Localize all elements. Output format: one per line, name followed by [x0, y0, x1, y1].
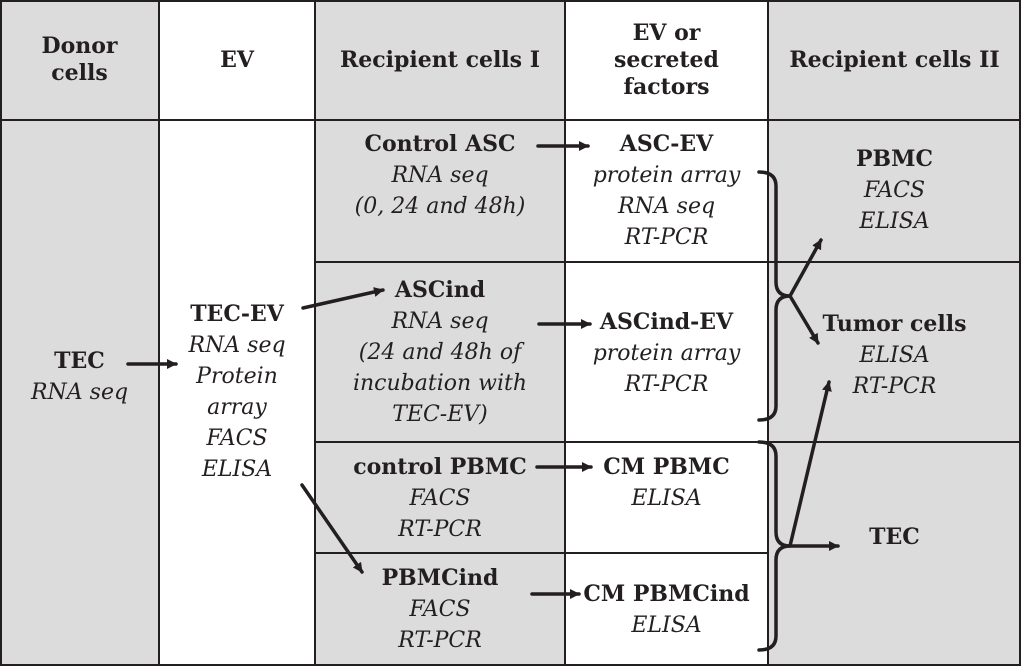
recipient2-line: ELISA	[859, 343, 930, 368]
header-donor-cell	[0, 0, 159, 120]
secreted-cm-pbmcind: CM PBMCind ELISA	[565, 579, 768, 641]
donor-title: TEC	[54, 348, 105, 374]
recipient2-title: TEC	[869, 524, 920, 550]
recipient1-title: Control ASC	[364, 131, 516, 157]
arrow-tec-ev-to-pbmcind	[300, 483, 364, 574]
recipient1-ascind: ASCind RNA seq (24 and 48h of incubation…	[315, 275, 565, 430]
secreted-title: CM PBMC	[603, 454, 730, 480]
donor-line: RNA seq	[30, 380, 129, 405]
secreted-title: CM PBMCind	[583, 581, 750, 607]
ev-title: TEC-EV	[190, 301, 284, 327]
header-donor-line1: Donor	[41, 33, 118, 59]
ev-line: RNA seq	[188, 333, 286, 358]
header-secreted-line3: factors	[623, 73, 710, 100]
secreted-cm-pbmc: CM PBMC ELISA	[565, 452, 768, 514]
secreted-title: ASC-EV	[619, 131, 714, 157]
arrow-to-tumor-cells	[788, 294, 820, 345]
recipient1-line: FACS	[409, 597, 471, 622]
header-recipient1-cell	[315, 0, 565, 120]
bracket-asc-ev-group	[757, 170, 791, 422]
recipient2-column	[768, 120, 1021, 666]
header-ev-label: EV	[220, 46, 254, 73]
recipient2-tec: TEC	[768, 522, 1021, 553]
secreted-line: RT-PCR	[624, 225, 709, 250]
recipient2-line: RT-PCR	[852, 374, 937, 399]
header-secreted-line2: secreted	[614, 46, 719, 73]
ev-block: TEC-EV RNA seq Protein array FACS ELISA	[159, 299, 315, 485]
recipient1-control-pbmc: control PBMC FACS RT-PCR	[315, 452, 565, 545]
recipient1-line: incubation with	[352, 371, 528, 396]
header-ev: EV	[159, 0, 315, 120]
recipient1-column	[315, 120, 565, 666]
recipient1-line: RNA seq	[391, 163, 489, 188]
ev-line: ELISA	[201, 457, 273, 482]
secreted-line: ELISA	[631, 613, 702, 638]
recipient2-pbmc: PBMC FACS ELISA	[768, 144, 1021, 237]
recipient1-pbmcind: PBMCind FACS RT-PCR	[315, 563, 565, 656]
recipient1-control-asc: Control ASC RNA seq (0, 24 and 48h)	[315, 129, 565, 222]
arrow-cm-to-tumor-cells	[788, 380, 832, 548]
header-secreted-cell	[565, 0, 768, 120]
recipient1-title: ASCind	[394, 277, 486, 303]
header-recipient-cells-1: Recipient cells I	[315, 0, 565, 120]
secreted-ascind-ev: ASCind-EV protein array RT-PCR	[565, 307, 768, 400]
recipient1-line: RNA seq	[391, 309, 489, 334]
arrow-tec-ev-to-ascind	[301, 287, 385, 310]
header-ev-or-secreted-factors: EV or secreted factors	[565, 0, 768, 120]
arrow-to-pbmc	[788, 238, 823, 298]
secreted-line: ELISA	[631, 486, 702, 511]
ev-line: array	[207, 395, 267, 420]
recipient1-line: (0, 24 and 48h)	[354, 194, 526, 219]
header-donor-cells: Donor cells	[0, 0, 159, 120]
donor-block: TEC RNA seq	[0, 346, 159, 408]
recipient1-title: PBMCind	[381, 565, 499, 591]
recipient1-line: TEC-EV)	[392, 402, 488, 427]
recipient2-line: ELISA	[859, 209, 930, 234]
recipient1-line: RT-PCR	[398, 517, 482, 542]
secreted-line: protein array	[592, 341, 741, 366]
ev-line: FACS	[206, 426, 268, 451]
recipient2-line: FACS	[863, 178, 926, 203]
secreted-line: RNA seq	[617, 194, 716, 219]
secreted-line: RT-PCR	[624, 372, 709, 397]
secreted-line: protein array	[592, 163, 741, 188]
secreted-asc-ev: ASC-EV protein array RNA seq RT-PCR	[565, 129, 768, 253]
header-recipient2-cell	[768, 0, 1021, 120]
secreted-column	[565, 120, 768, 666]
recipient2-tumor-cells: Tumor cells ELISA RT-PCR	[768, 309, 1021, 402]
header-secreted-line1: EV or	[632, 19, 701, 46]
recipient1-line: FACS	[409, 486, 471, 511]
recipient2-title: Tumor cells	[822, 311, 967, 337]
ev-line: Protein	[196, 364, 278, 389]
header-ev-cell	[159, 0, 315, 120]
donor-column	[0, 120, 159, 666]
header-recipient-cells-2: Recipient cells II	[768, 0, 1021, 120]
secreted-title: ASCind-EV	[599, 309, 734, 335]
header-recipient1-label: Recipient cells I	[339, 46, 541, 73]
header-recipient2-label: Recipient cells II	[789, 46, 1000, 73]
header-donor-line2: cells	[51, 60, 108, 86]
recipient1-line: RT-PCR	[398, 628, 482, 653]
recipient1-title: control PBMC	[353, 454, 527, 480]
recipient2-title: PBMC	[856, 146, 933, 172]
bracket-cm-group	[757, 440, 791, 652]
recipient1-line: (24 and 48h of	[358, 340, 522, 365]
ev-column	[159, 120, 315, 666]
